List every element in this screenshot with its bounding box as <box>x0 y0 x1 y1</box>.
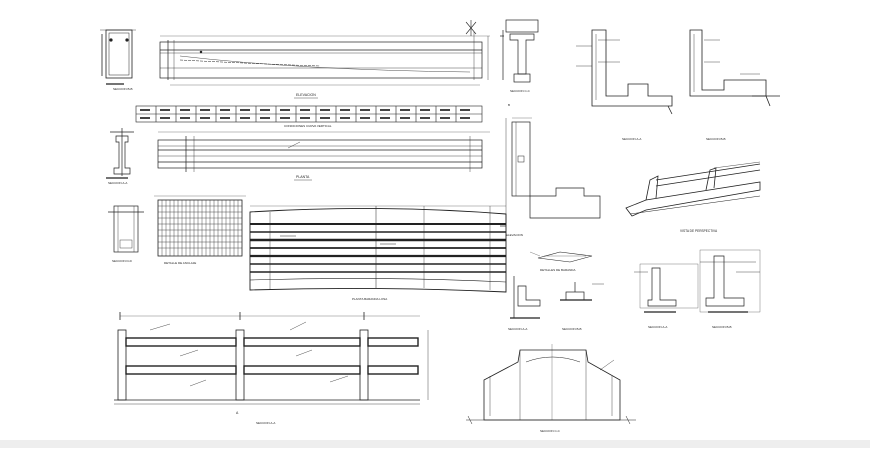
table-cell-marks <box>140 109 470 119</box>
side-elevation-letter-b: B <box>508 103 510 107</box>
section-b-caption-right: SECCION B-B <box>706 137 726 141</box>
railing-plan <box>114 312 429 405</box>
top-right-section-a <box>576 29 673 115</box>
section-a-caption-left: SECCION A-A <box>108 181 127 185</box>
section-c-c-caption: SECCION C-C <box>510 89 531 93</box>
section-a-caption-lower: SECCION A-A <box>508 327 527 331</box>
railing-plan-section-caption: SECCION A-A <box>256 421 275 425</box>
section-a-caption-right-lower: SECCION A-A <box>648 325 667 329</box>
elevation-drawing <box>159 32 490 86</box>
top-right-section-b <box>689 29 780 107</box>
section-b-caption-right-lower: SECCION B-B <box>712 325 732 329</box>
abutment-section-caption: SECCION C-C <box>540 429 561 433</box>
small-section-a <box>106 128 134 179</box>
railing-detail-small <box>529 251 593 263</box>
section-a-caption-right: SECCION A-A <box>622 137 641 141</box>
section-a-small-lower <box>510 276 541 319</box>
curve-table <box>135 105 483 123</box>
right-lower-section-b <box>699 249 761 313</box>
side-elevation-tag: ELEVACION <box>506 233 523 237</box>
beam-section-top <box>500 19 539 83</box>
section-b-small-lower <box>560 282 604 301</box>
elevation-title: ELEVACION <box>296 93 316 97</box>
perspective-view <box>625 161 761 217</box>
right-lower-section-a <box>634 263 699 313</box>
perspective-caption: VISTA DE PERSPECTIVA <box>680 229 718 233</box>
railing-plan-letter-a: A <box>236 411 239 415</box>
section-b-b-caption: SECCION B-B <box>113 87 133 91</box>
section-b-b-top-view <box>100 29 136 85</box>
plan-title: PLANTA <box>296 175 310 179</box>
section-d-caption: SECCION D-D <box>112 259 133 263</box>
sheet-bottom-border <box>0 440 870 448</box>
table-caption: CONDICIONES CURVA VERTICAL <box>284 124 332 128</box>
small-section-d <box>108 205 144 253</box>
section-b-caption-lower: SECCION B-B <box>562 327 582 331</box>
plan-drawing <box>157 131 490 172</box>
abutment-section <box>466 344 636 425</box>
anchor-detail-grid <box>154 195 246 257</box>
railing-detail-caption: DETALLES DE BARANDA <box>540 268 575 272</box>
anchor-detail-caption: DETALLE DE ANCLAJE <box>164 261 196 265</box>
deck-plan <box>249 205 507 293</box>
side-elevation <box>500 117 601 227</box>
railing-plan-caption: PLANTA BARANDA LOSA <box>352 297 387 301</box>
north-arrow-icon <box>465 20 477 36</box>
